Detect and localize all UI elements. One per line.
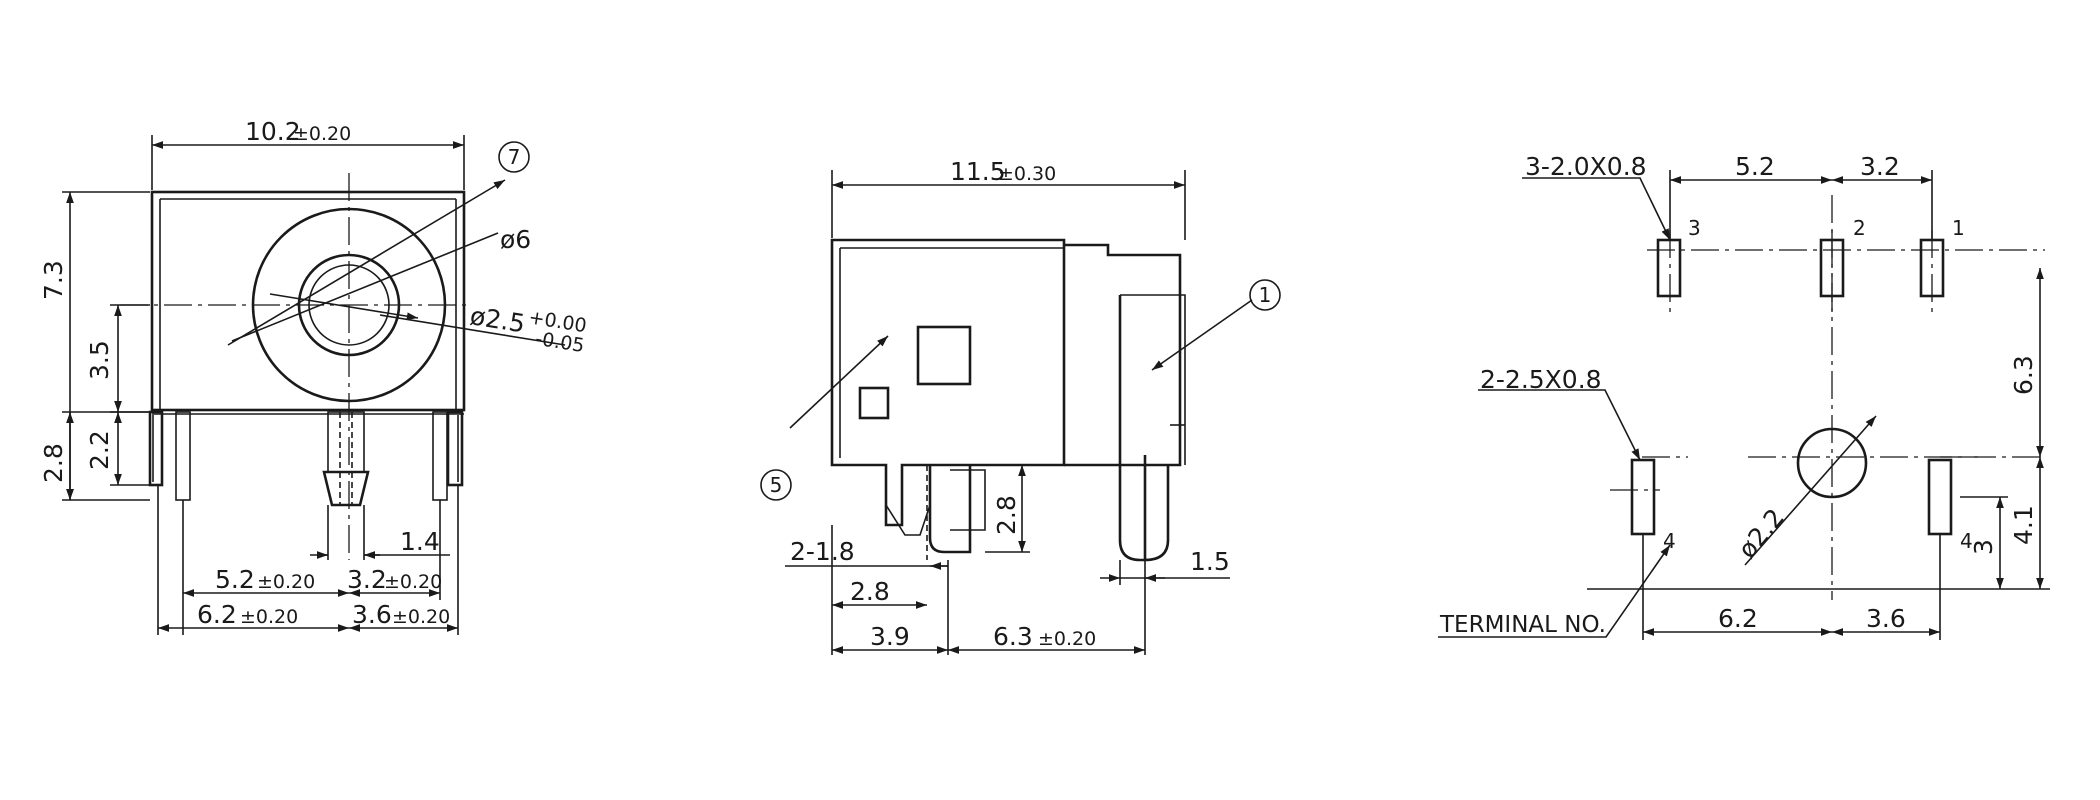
terminal-4-left: 4	[1663, 529, 1676, 553]
front-dimensions: 10.2 ±0.20 7.3 3.5 2.8 2.2 ø6 ø2.5 +0.00…	[39, 117, 588, 635]
dim-length: 11.5	[950, 157, 1006, 186]
slot-label-a: 3-2.0X0.8	[1525, 152, 1647, 181]
front-body-outline	[150, 190, 466, 415]
slot-3	[1656, 238, 1682, 298]
callout-five: 5	[770, 473, 783, 497]
dim-length-tol: ±0.30	[998, 163, 1056, 185]
dim-leg-spacing-tol: ±0.20	[1038, 628, 1096, 650]
side-body-outline	[830, 238, 1186, 562]
dim-leg-width: 2-1.8	[790, 537, 855, 566]
dim-spacing-a-tol: ±0.20	[257, 571, 315, 593]
dim-leg-spacing: 6.3	[993, 622, 1033, 651]
terminal-3: 3	[1688, 216, 1701, 240]
front-view: 7 10.2 ±0.20 7.3 3.5 2.8 2.2 ø6	[39, 117, 588, 635]
dim-spacing-a: 5.2	[215, 565, 255, 594]
dim-spacing-d-tol: ±0.20	[392, 606, 450, 628]
dim-leg-height: 2.8	[992, 495, 1021, 535]
pcb-layout: 3 2 1 4 4 3-2.0X0.8 2-2.5X0.8 5.2 3.2 6.…	[1438, 152, 2050, 640]
dim-height-total: 7.3	[39, 260, 68, 300]
dim-height-center: 3.5	[85, 340, 114, 380]
front-pins	[148, 410, 464, 507]
dim-spacing-d: 3.6	[352, 600, 392, 629]
mount-hole	[1796, 427, 1868, 499]
dim-width: 10.2	[245, 117, 301, 146]
dim-spacing-c-tol: ±0.20	[240, 606, 298, 628]
dim-pcb-32: 3.2	[1860, 152, 1900, 181]
dim-height-base: 2.8	[39, 443, 68, 483]
dim-spacing-c: 6.2	[197, 600, 237, 629]
callout-seven-circle	[498, 141, 530, 173]
dim-tail-width: 1.5	[1190, 547, 1230, 576]
dim-height-pin: 2.2	[85, 430, 114, 470]
dim-pin-diameter: ø2.5	[468, 301, 527, 338]
dim-pcb-62: 6.2	[1718, 604, 1758, 633]
side-view: 1 5 11.5 ±0.30 2.8 2-1.8 2.8 3.9 6.3 ±0.…	[760, 157, 1281, 655]
dim-outer-diameter: ø6	[500, 225, 531, 254]
callout-one: 1	[1259, 283, 1272, 307]
dim-spacing-b-tol: ±0.20	[384, 571, 442, 593]
dim-leg-offset: 2.8	[850, 577, 890, 606]
jack-opening: 7	[120, 141, 566, 560]
callout-seven: 7	[508, 145, 521, 169]
terminal-1: 1	[1952, 216, 1965, 240]
dim-leg-pos: 3.9	[870, 622, 910, 651]
dim-spacing-b: 3.2	[347, 565, 387, 594]
terminal-4-right: 4	[1960, 529, 1973, 553]
slot-4-left	[1630, 458, 1656, 536]
dim-pcb-63: 6.3	[2009, 355, 2038, 395]
terminal-2: 2	[1853, 216, 1866, 240]
dim-pcb-52: 5.2	[1735, 152, 1775, 181]
dim-pcb-3: 3	[1969, 539, 1998, 555]
dim-width-tol: ±0.20	[293, 123, 351, 145]
slot-2	[1819, 238, 1845, 298]
callout-one-circle	[1249, 279, 1281, 311]
dim-pcb-41: 4.1	[2009, 505, 2038, 545]
dim-pcb-36: 3.6	[1866, 604, 1906, 633]
callout-five-circle	[760, 469, 792, 501]
dim-pin-width: 1.4	[400, 527, 440, 556]
slot-4-right	[1927, 458, 1953, 536]
dim-hole-diameter: ø2.2	[1732, 503, 1790, 564]
terminal-label: TERMINAL NO.	[1439, 612, 1606, 638]
slot-label-b: 2-2.5X0.8	[1480, 365, 1602, 394]
